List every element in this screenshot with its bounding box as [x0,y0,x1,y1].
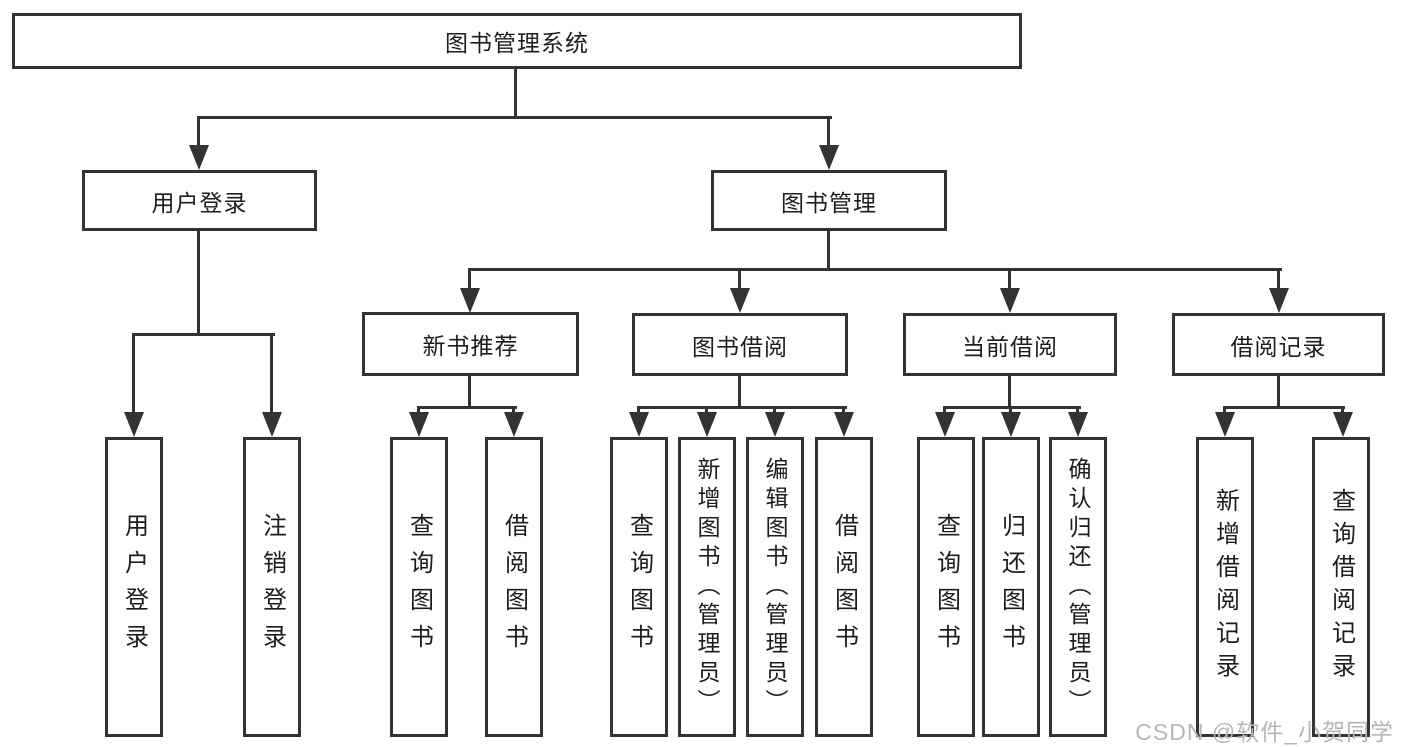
connector-vline [827,116,830,148]
connector-hline [943,406,1081,409]
connector-vline [773,406,776,414]
connector-vline [738,268,741,290]
connector-vline [197,116,200,148]
leaf-borrow-books-recommend: 借阅图书 [485,437,543,737]
node-book-management-label: 图书管理 [781,189,877,216]
connector-vline [1076,406,1079,414]
connector-hline [197,116,832,119]
node-borrow-records: 借阅记录 [1172,313,1385,376]
connector-hline [468,268,1282,271]
connector-vline [468,375,471,408]
arrow-down-icon [124,412,144,437]
connector-vline [1277,268,1280,290]
node-book-borrow-label: 图书借阅 [692,333,788,360]
connector-vline [417,406,420,414]
connector-vline [705,406,708,414]
connector-vline [1009,406,1012,414]
connector-vline [842,406,845,414]
connector-vline [1341,406,1344,414]
node-new-book-recommend-label: 新书推荐 [422,333,519,359]
leaf-confirm-return-admin: 确认归还（管理员） [1049,437,1107,737]
arrow-down-icon [629,412,649,437]
node-book-borrow: 图书借阅 [632,313,848,376]
connector-vline [1008,375,1011,408]
arrow-down-icon [834,412,854,437]
node-borrow-records-label: 借阅记录 [1230,333,1327,360]
leaf-edit-books-admin: 编辑图书（管理员） [746,437,804,737]
leaf-query-borrow-record: 查询借阅记录 [1312,437,1370,737]
leaf-add-borrow-record: 新增借阅记录 [1196,437,1254,737]
connector-vline [1277,375,1280,408]
leaf-query-books-current: 查询图书 [917,437,975,737]
connector-vline [637,406,640,414]
connector-vline [468,268,471,290]
leaf-logout: 注销登录 [243,437,301,737]
arrow-down-icon [1333,412,1353,437]
arrow-down-icon [1215,412,1235,437]
connector-hline [417,406,517,409]
connector-vline [270,333,273,414]
arrow-down-icon [730,288,750,313]
connector-vline [197,229,200,336]
arrow-down-icon [1269,288,1289,313]
leaf-query-books-borrow: 查询图书 [610,437,668,737]
arrow-down-icon [697,412,717,437]
node-user-login: 用户登录 [82,170,317,231]
arrow-down-icon [765,412,785,437]
leaf-user-login: 用户登录 [105,437,163,737]
arrow-down-icon [189,145,209,170]
node-root: 图书管理系统 [12,13,1022,69]
leaf-borrow-books: 借阅图书 [815,437,873,737]
connector-vline [512,406,515,414]
connector-hline [637,406,847,409]
connector-vline [1008,268,1011,290]
arrow-down-icon [819,145,839,170]
arrow-down-icon [1000,288,1020,313]
connector-hline [132,333,275,336]
node-current-borrow: 当前借阅 [903,313,1117,376]
arrow-down-icon [460,288,480,313]
arrow-down-icon [409,412,429,437]
leaf-query-books-recommend: 查询图书 [390,437,448,737]
node-book-management: 图书管理 [711,170,947,231]
arrow-down-icon [1001,412,1021,437]
arrow-down-icon [935,412,955,437]
connector-vline [1223,406,1226,414]
leaf-add-books-admin: 新增图书（管理员） [678,437,736,737]
leaf-return-books: 归还图书 [982,437,1040,737]
connector-vline [132,333,135,414]
node-new-book-recommend: 新书推荐 [362,312,579,376]
arrow-down-icon [504,412,524,437]
watermark: CSDN @软件_小贺同学 [1135,719,1394,745]
arrow-down-icon [1068,412,1088,437]
connector-vline [738,375,741,408]
node-current-borrow-label: 当前借阅 [962,333,1058,360]
connector-hline [1223,406,1345,409]
connector-vline [514,69,517,118]
node-root-label: 图书管理系统 [445,30,589,56]
connector-vline [943,406,946,414]
arrow-down-icon [262,412,282,437]
node-user-login-label: 用户登录 [151,189,248,216]
connector-vline [827,229,830,271]
